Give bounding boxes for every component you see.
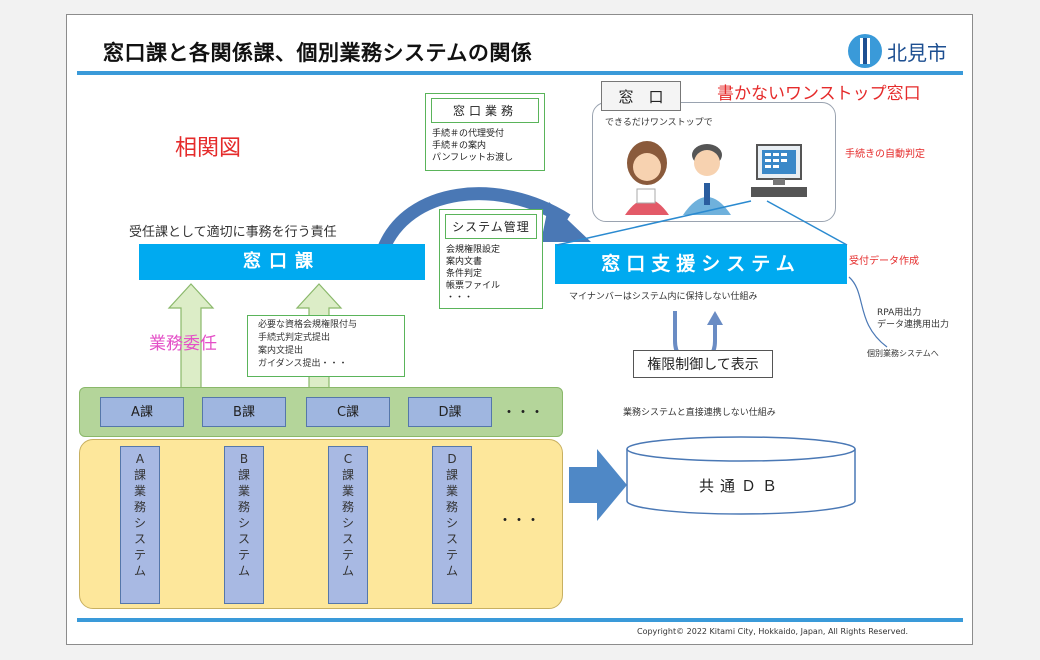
common-db-label: 共通ＤＢ	[698, 477, 783, 495]
system-char: テ	[237, 548, 250, 562]
system-kanri-title: システム管理	[445, 214, 537, 239]
system-char: C	[343, 452, 353, 466]
rpa-notes: RPA用出力 データ連携用出力	[877, 307, 949, 331]
list-item: 案内文書	[446, 257, 483, 267]
slide: 窓口課と各関係課、個別業務システムの関係 北見市 相関図 書かないワンストップ窓…	[66, 14, 973, 645]
system-char: ム	[237, 564, 250, 578]
list-item: 手続式判定式提出	[258, 333, 331, 343]
gyomu-link-note: 業務システムと直接連携しない仕組み	[623, 408, 776, 418]
support-system-bar: 窓口支援システム	[555, 244, 847, 284]
auto-judge-note: 手続きの自動判定	[845, 149, 925, 160]
system-char: 課	[445, 468, 458, 482]
system-char: 務	[445, 500, 458, 514]
list-item: 必要な資格会規権限付与	[258, 320, 358, 330]
system-char: 課	[341, 468, 354, 482]
department-a: A課	[100, 397, 184, 427]
system-char: 務	[133, 500, 146, 514]
system-char: 務	[341, 500, 354, 514]
mynumber-note: マイナンバーはシステム内に保持しない仕組み	[569, 292, 758, 302]
system-char: 課	[237, 468, 250, 482]
system-char: シ	[341, 516, 354, 530]
onestop-note: できるだけワンストップで	[605, 118, 713, 128]
system-char: ム	[133, 564, 146, 578]
department-d: D課	[408, 397, 492, 427]
right-arrow-icon	[569, 449, 627, 521]
copyright-text: Copyright© 2022 Kitami City, Hokkaido, J…	[637, 627, 908, 636]
list-item: 会規権限設定	[446, 245, 501, 255]
requirements-list: 必要な資格会規権限付与 手続式判定式提出 案内文提出 ガイダンス提出・・・	[258, 319, 394, 371]
onestop-label: 書かないワンストップ窓口	[717, 84, 921, 104]
system-char: ス	[341, 532, 354, 546]
madoguchi-gyomu-box: 窓口業務 手続＃の代理受付 手続＃の案内 パンフレットお渡し	[425, 93, 545, 171]
list-item: パンフレットお渡し	[432, 153, 514, 163]
department-c: C課	[306, 397, 390, 427]
slide-title: 窓口課と各関係課、個別業務システムの関係	[103, 41, 533, 65]
system-char: ム	[445, 564, 458, 578]
footer-rule	[77, 618, 963, 622]
list-item: 手続＃の代理受付	[432, 129, 505, 139]
data-link-output-note: データ連携用出力	[877, 320, 950, 330]
system-char: 課	[133, 468, 146, 482]
system-char: 業	[133, 484, 146, 498]
curved-arrow-icon	[377, 187, 591, 253]
system-char: テ	[445, 548, 458, 562]
list-item: 条件判定	[446, 269, 483, 279]
list-item: 案内文提出	[258, 346, 304, 356]
itaku-label: 業務委任	[149, 334, 217, 354]
system-kanri-box: システム管理 会規権限設定 案内文書 条件判定 帳票ファイル ・・・	[439, 209, 543, 309]
city-name: 北見市	[887, 40, 947, 65]
system-char: 業	[341, 484, 354, 498]
system-char: B	[239, 452, 249, 466]
system-kanri-list: 会規権限設定 案内文書 条件判定 帳票ファイル ・・・	[440, 241, 542, 307]
department-b: B課	[202, 397, 286, 427]
system-char: テ	[341, 548, 354, 562]
screen-beam-lines	[556, 200, 848, 246]
system-char: ス	[237, 532, 250, 546]
requirements-box: 必要な資格会規権限付与 手続式判定式提出 案内文提出 ガイダンス提出・・・	[247, 315, 405, 377]
madoguchi-tag: 窓 口	[601, 81, 681, 111]
list-item: 帳票ファイル	[446, 281, 501, 291]
system-char: テ	[133, 548, 146, 562]
kobetsu-note: 個別業務システムへ	[867, 349, 939, 358]
departments-more: ・・・	[502, 405, 544, 421]
madoguchi-gyomu-list: 手続＃の代理受付 手続＃の案内 パンフレットお渡し	[426, 125, 544, 167]
responsibility-note: 受任課として適切に事務を行う責任	[129, 225, 337, 240]
rpa-output-note: RPA用出力	[877, 308, 922, 318]
system-char: 業	[445, 484, 458, 498]
departments-band: A課 B課 C課 D課 ・・・	[79, 387, 563, 437]
city-logo: 北見市	[847, 33, 947, 69]
system-char: シ	[133, 516, 146, 530]
madoguchika-bar: 窓口課	[139, 244, 425, 280]
kitami-emblem-icon	[848, 34, 882, 68]
system-char: シ	[237, 516, 250, 530]
system-char: D	[447, 452, 457, 466]
system-char: A	[135, 452, 145, 466]
counter-staff-illustration	[625, 141, 807, 215]
kengen-box: 権限制御して表示	[633, 350, 773, 378]
system-char: ス	[445, 532, 458, 546]
system-char: ス	[133, 532, 146, 546]
header-rule	[77, 71, 963, 75]
system-char: ム	[341, 564, 354, 578]
uketsuke-note: 受付データ作成	[849, 256, 919, 267]
list-item: 手続＃の案内	[432, 141, 487, 151]
madoguchi-gyomu-title: 窓口業務	[431, 98, 539, 123]
systems-more: ・・・	[498, 513, 540, 529]
system-char: 務	[237, 500, 250, 514]
connector-line	[848, 276, 888, 348]
list-item: ガイダンス提出・・・	[258, 359, 348, 369]
database-cylinder-icon	[626, 436, 856, 515]
system-char: 業	[237, 484, 250, 498]
list-item: ・・・	[446, 293, 474, 303]
counter-scene: できるだけワンストップで	[592, 102, 836, 222]
system-char: シ	[445, 516, 458, 530]
diagram-label: 相関図	[175, 136, 242, 161]
